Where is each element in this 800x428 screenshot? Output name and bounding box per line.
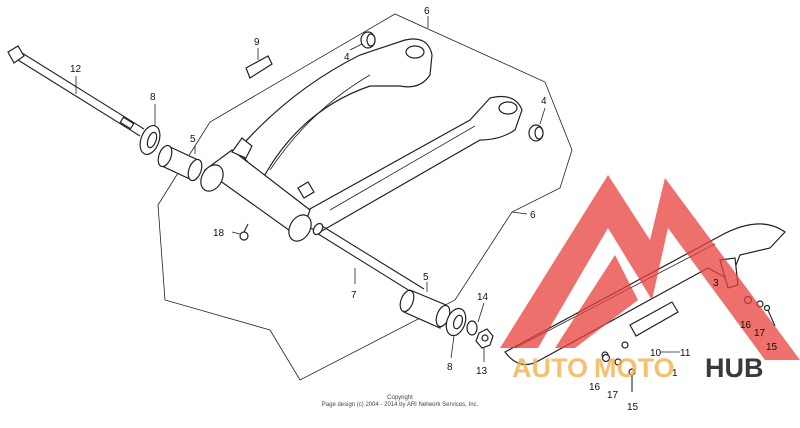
- callout-3: 3: [713, 278, 719, 289]
- adjuster-cap-upper: [360, 31, 376, 49]
- callout-16-left: 16: [589, 382, 601, 393]
- callout-13: 13: [476, 366, 488, 377]
- callout-11: 11: [680, 348, 691, 359]
- callout-4-upper: 4: [344, 52, 350, 63]
- lock-nut: [475, 328, 494, 349]
- callout-5-upper: 5: [190, 134, 196, 145]
- watermark-triangle-outer: [500, 175, 800, 360]
- leader-lines: [75, 16, 680, 362]
- callout-12: 12: [70, 64, 82, 75]
- callout-17-left: 17: [607, 390, 619, 401]
- assembly-outline: [157, 13, 573, 381]
- dust-seal-lower: [445, 307, 467, 337]
- pivot-collar-upper: [157, 144, 203, 182]
- pivot-shaft: [312, 222, 425, 297]
- callout-18: 18: [213, 228, 225, 239]
- callout-10: 10: [650, 348, 662, 359]
- dust-seal-upper: [139, 124, 161, 156]
- watermark-moto: MOTO: [594, 353, 675, 383]
- chain-clip: [245, 55, 273, 79]
- washer: [466, 320, 478, 336]
- callout-15-right: 15: [766, 342, 778, 353]
- watermark-logo: [500, 175, 800, 360]
- callout-4-lower: 4: [541, 96, 547, 107]
- chain-case-bolt-left: [601, 353, 636, 392]
- callout-6-upper: 6: [424, 6, 430, 17]
- callout-8-upper: 8: [150, 92, 156, 103]
- adjuster-cap-lower: [528, 124, 544, 142]
- pivot-collar-lower: [399, 289, 451, 329]
- watermark-auto: AUTO: [512, 353, 588, 383]
- watermark-triangle-inner: [555, 255, 638, 348]
- callout-6-lower: 6: [530, 210, 536, 221]
- grease-fitting: [239, 223, 249, 241]
- watermark-hub: HUB: [705, 353, 764, 383]
- callouts: 12 8 5 9 4 4 6 6 18 7 5 8 14 13 3 16 17 …: [70, 6, 778, 413]
- copyright-line: Page design (c) 2004 - 2014 by ARI Netwo…: [321, 402, 479, 408]
- callout-17-right: 17: [754, 328, 766, 339]
- callout-5-lower: 5: [423, 272, 429, 283]
- callout-16-right: 16: [740, 320, 752, 331]
- callout-14: 14: [477, 292, 489, 303]
- swingarm: [200, 38, 523, 242]
- pivot-bolt: [7, 45, 145, 137]
- copyright-title: Copyright: [387, 395, 413, 401]
- callout-15-left: 15: [627, 402, 639, 413]
- callout-8-lower: 8: [447, 362, 453, 373]
- callout-7: 7: [351, 290, 357, 301]
- callout-9: 9: [254, 37, 260, 48]
- watermark-text: AUTO MOTO HUB: [512, 353, 764, 383]
- callout-1: 1: [672, 368, 678, 379]
